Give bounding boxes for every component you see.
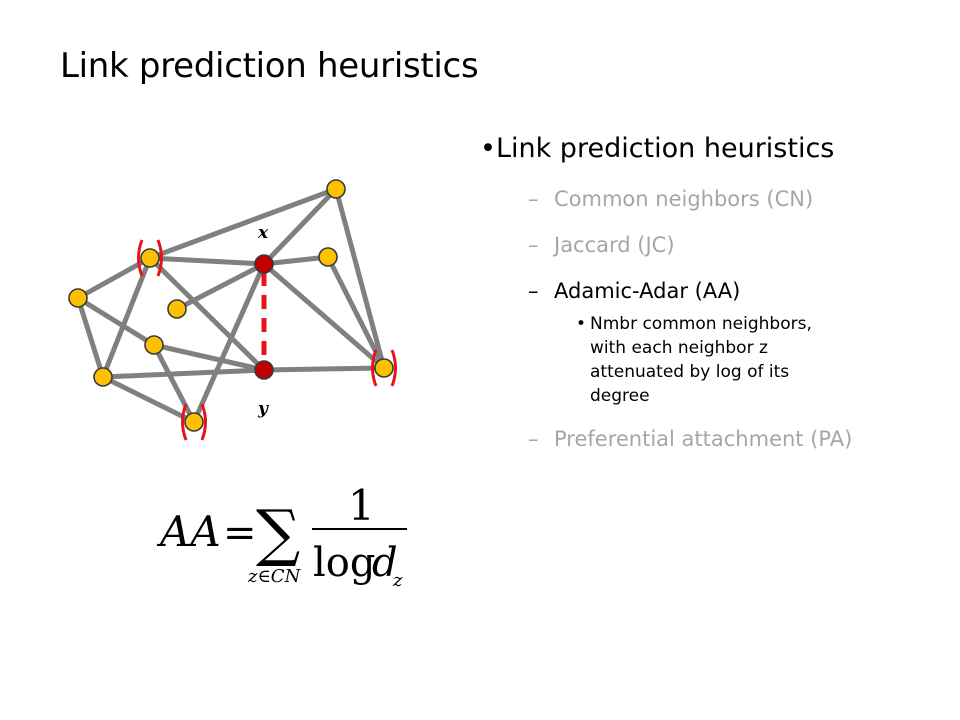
graph-edge: [147, 255, 267, 267]
graph-edge: [151, 342, 267, 373]
fraction-denominator-sub: z: [392, 570, 403, 591]
graph-edge: [261, 186, 339, 267]
slide-title: Link prediction heuristics: [60, 46, 479, 86]
dash-marker: –: [528, 233, 539, 257]
graph-edge: [100, 374, 197, 425]
bullet-item-cn: – Common neighbors (CN): [480, 184, 950, 214]
bullet-item-label: Jaccard (JC): [554, 233, 675, 257]
bracket-left: [181, 403, 188, 441]
graph-node: [318, 247, 338, 267]
graph-edge: [100, 255, 153, 380]
formula-equals: =: [223, 510, 257, 556]
node-x: [254, 254, 274, 274]
sub-bullet-dot: •: [576, 314, 587, 334]
graph-edge: [333, 186, 387, 371]
bullet-dot: •: [480, 133, 496, 164]
graph-node: [68, 288, 88, 308]
bullet-subitem-aa: • Nmbr common neighbors, with each neigh…: [480, 312, 850, 408]
fraction-denominator-log: log: [313, 540, 375, 586]
graph-edges: [75, 186, 387, 425]
graph-edge: [174, 261, 267, 312]
formula-lhs: AA: [156, 507, 221, 556]
bracket-right: [156, 239, 163, 277]
graph-edge: [151, 342, 197, 425]
bracket-right: [200, 403, 207, 441]
bracket-left: [371, 349, 378, 387]
graph-edge: [261, 254, 331, 267]
dash-marker: –: [528, 187, 539, 211]
bullet-main: •Link prediction heuristics: [480, 130, 950, 168]
bracket-right: [390, 349, 397, 387]
graph-edge: [261, 261, 387, 371]
bracket-left: [137, 239, 144, 277]
graph-node: [184, 412, 204, 432]
graph-edge: [75, 295, 106, 380]
bullet-main-label: Link prediction heuristics: [495, 133, 835, 164]
graph-node: [326, 179, 346, 199]
summation-subscript: z∈CN: [247, 566, 302, 587]
node-y: [254, 360, 274, 380]
summation-symbol: ∑: [256, 496, 300, 569]
fraction-numerator: 1: [348, 481, 375, 530]
graph-edge: [261, 365, 387, 373]
bullet-item-jc: – Jaccard (JC): [480, 230, 950, 260]
graph-edge: [100, 367, 267, 380]
bullet-subitem-text: Nmbr common neighbors, with each neighbo…: [590, 314, 812, 406]
bullet-item-aa: – Adamic-Adar (AA): [480, 276, 950, 306]
graph-edge: [147, 186, 339, 261]
graph-edge: [191, 261, 267, 425]
node-x-label: x: [257, 223, 269, 243]
bullet-list: •Link prediction heuristics – Common nei…: [480, 130, 950, 454]
dash-marker: –: [528, 279, 539, 303]
neighbor-brackets: [137, 239, 397, 441]
bullet-item-label: Common neighbors (CN): [554, 187, 814, 211]
graph-node: [140, 248, 160, 268]
graph-edge: [75, 295, 157, 348]
graph-node: [144, 335, 164, 355]
graph-edge: [147, 255, 267, 373]
bullet-item-label: Preferential attachment (PA): [554, 427, 853, 451]
node-y-label: y: [257, 399, 269, 419]
dash-marker: –: [528, 427, 539, 451]
graph-node: [167, 299, 187, 319]
graph-node: [374, 358, 394, 378]
fraction-denominator-var: d: [372, 540, 398, 586]
graph-nodes: [68, 179, 394, 432]
graph-node: [93, 367, 113, 387]
bullet-item-label: Adamic-Adar (AA): [554, 279, 741, 303]
bullet-item-pa: – Preferential attachment (PA): [480, 424, 950, 454]
